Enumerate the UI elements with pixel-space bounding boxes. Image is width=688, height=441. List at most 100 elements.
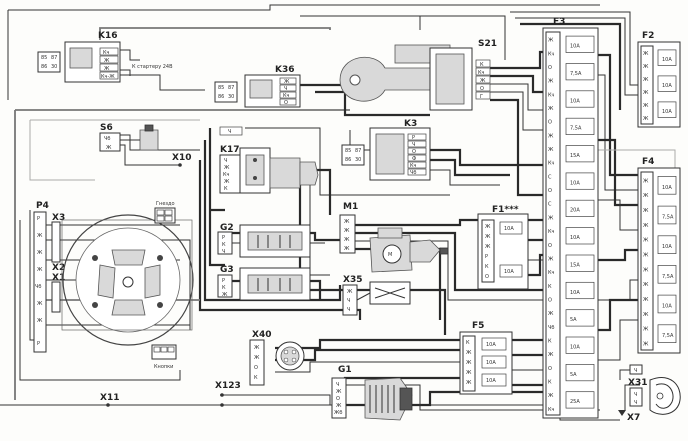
relay-k36: K36 Ж Ч Кч О 85 87 86 30	[214, 65, 301, 108]
f3-fuse	[565, 145, 595, 163]
s21-label: S21	[478, 39, 497, 49]
svg-text:Ж: Ж	[485, 224, 491, 230]
svg-text:86: 86	[218, 94, 224, 100]
f3-fuses: 10А7,5А10А7,5А15А10А20А10А15А10А5А10А5А2…	[565, 35, 595, 409]
svg-text:Ч: Ч	[224, 158, 227, 164]
f3-pin-label: Кч	[548, 92, 555, 98]
f1-label: F1***	[492, 205, 519, 215]
svg-text:О: О	[284, 100, 288, 106]
f3-fuse-rating: 5А	[570, 317, 577, 323]
f4-fuse-rating: 7,5А	[662, 274, 674, 280]
svg-text:Ч: Ч	[222, 249, 225, 255]
f3-pin-label: Кч	[548, 161, 555, 167]
f3-fuse-rating: 15А	[570, 263, 580, 269]
f3-fuse	[565, 364, 595, 382]
f2-fuse	[657, 101, 677, 118]
f2-pin-label: Ж	[643, 51, 649, 57]
f3-pin-label: О	[548, 120, 552, 126]
fuse-block-f5: F5 К Ж Ж Ж Ж 10А 10А 10А	[459, 321, 513, 395]
f3-pin-label: Ж	[548, 256, 554, 262]
f3-fuse-rating: 7,5А	[570, 71, 582, 77]
f4-fuse	[657, 205, 677, 225]
f3-fuse-rating: 10А	[570, 98, 580, 104]
f5-label: F5	[472, 321, 484, 331]
f3-fuse	[565, 172, 595, 190]
x3-label: X3	[52, 213, 65, 223]
svg-text:Ж: Ж	[37, 318, 43, 324]
f4-fuse-rating: 7,5А	[662, 215, 674, 221]
svg-text:30: 30	[355, 157, 361, 163]
svg-text:Ж: Ж	[466, 350, 472, 356]
f4-fuse-rating: 7,5А	[662, 333, 674, 339]
svg-text:Ч: Ч	[634, 400, 637, 406]
svg-text:Ф: Ф	[412, 156, 417, 162]
f3-fuse-rating: 20А	[570, 208, 580, 214]
svg-text:10А: 10А	[504, 269, 514, 275]
instrument-p4: P4 Р Ж Ж Ж Чб Ж Ж Р X3 X2 X1 Гнездо	[33, 201, 194, 370]
f4-pin-label: Ж	[643, 253, 649, 259]
f3-fuse	[565, 391, 595, 409]
x11-label: X11	[100, 393, 119, 403]
svg-text:Ж: Ж	[480, 78, 486, 84]
f3-fuse	[565, 227, 595, 245]
f3-pin-label: О	[548, 298, 552, 304]
svg-text:85: 85	[218, 85, 224, 91]
f3-fuse-rating: 10А	[570, 290, 580, 296]
svg-text:К: К	[222, 285, 226, 291]
f3-pin-label: Ж	[548, 147, 554, 153]
svg-text:Ч: Ч	[228, 129, 231, 135]
svg-text:Р: Р	[485, 254, 488, 260]
svg-text:Ч: Ч	[634, 392, 637, 398]
svg-text:Ж: Ж	[336, 403, 342, 409]
connector-x11: X11	[100, 393, 119, 407]
s6-label: S6	[100, 123, 113, 133]
f3-fuse	[565, 336, 595, 354]
x40-label: X40	[252, 330, 271, 340]
f3-fuse-rating: 10А	[570, 345, 580, 351]
connector-x35: X35 Ж Ч Ч	[342, 275, 411, 316]
svg-text:Ж: Ж	[344, 228, 350, 234]
f3-pin-label: С	[548, 202, 552, 208]
f3-fuse-rating: 10А	[570, 44, 580, 50]
svg-text:О: О	[480, 86, 484, 92]
svg-text:Чб: Чб	[104, 136, 111, 142]
k36-label: K36	[275, 65, 295, 75]
svg-text:Ч: Ч	[336, 382, 339, 388]
f3-fuse-rating: 10А	[570, 235, 580, 241]
f4-pin-label: Ж	[643, 327, 649, 333]
f2-fuse	[657, 75, 677, 92]
f2-pin-label: Ж	[643, 103, 649, 109]
f2-pin-label: Ж	[643, 77, 649, 83]
svg-text:Кч: Кч	[103, 50, 110, 56]
svg-text:Ж: Ж	[344, 237, 350, 243]
x35-label: X35	[343, 275, 362, 285]
f3-pin-label: Кч	[548, 51, 555, 57]
svg-text:Ч: Ч	[347, 307, 350, 313]
svg-text:Ж: Ж	[222, 292, 228, 298]
f4-pin-label: Ж	[643, 223, 649, 229]
f3-pin-label: Кч	[548, 270, 555, 276]
svg-text:10А: 10А	[486, 360, 496, 366]
svg-text:Кч: Кч	[223, 172, 230, 178]
f4-pin-label: Ж	[643, 267, 649, 273]
relay-k3: K3 Р Ч О Ф Кч Чб 85 87 86 30	[341, 119, 431, 181]
f4-pin-label: Ж	[643, 282, 649, 288]
f3-pin-label: К	[548, 284, 552, 290]
connector-x10: X10	[172, 153, 191, 167]
svg-text:Ж: Ж	[254, 345, 260, 351]
f3-pin-label: Ж	[548, 311, 554, 317]
f3-pin-label: К	[548, 339, 552, 345]
k17-label: K17	[220, 145, 240, 155]
svg-text:К: К	[485, 264, 489, 270]
svg-text:Ж: Ж	[37, 301, 43, 307]
svg-text:10А: 10А	[486, 378, 496, 384]
svg-text:К: К	[466, 340, 470, 346]
svg-text:Ж: Ж	[104, 58, 110, 64]
svg-text:Ж: Ж	[284, 79, 290, 85]
svg-text:Кч: Кч	[283, 93, 290, 99]
f3-pin-label: О	[548, 65, 552, 71]
svg-text:30: 30	[51, 64, 57, 70]
f3-fuse	[565, 117, 595, 135]
